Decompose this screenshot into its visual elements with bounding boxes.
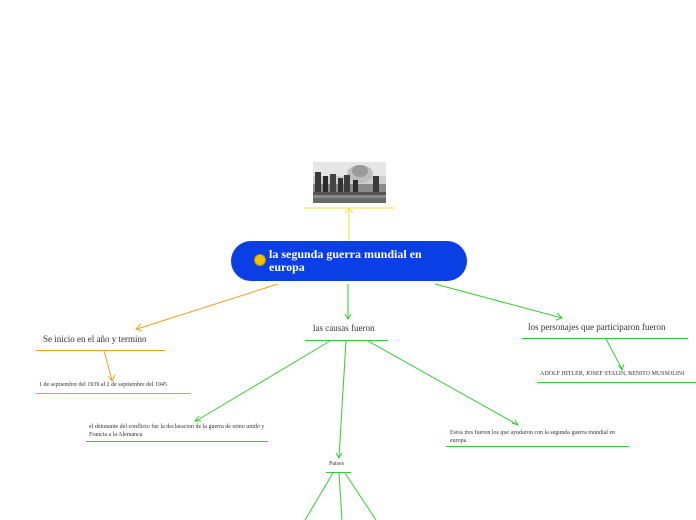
topic-dates-underline — [36, 393, 191, 394]
topic-causes-underline — [305, 340, 388, 341]
topic-dates[interactable]: 1 de septiembre del 1939 al 2 de septiem… — [39, 382, 167, 388]
topic-people-names-underline — [537, 382, 696, 383]
topic-countries-underline — [326, 472, 351, 473]
photo-graphic — [313, 162, 386, 203]
connector-causes-to-countries — [338, 340, 347, 458]
connector-causes-to-allies — [367, 340, 519, 426]
topic-start-end[interactable]: Se inicio en el año y termino — [43, 334, 146, 344]
topic-people-names[interactable]: ADOLF HITLER, JOSEF STALIN, BENITO MUSSO… — [540, 371, 696, 377]
arrowhead-detonator — [193, 415, 201, 422]
arrowhead-names — [617, 363, 625, 372]
topic-dates-label: 1 de septiembre del 1939 al 2 de septiem… — [39, 382, 167, 388]
topic-countries-label: Paises — [329, 461, 344, 467]
topic-people-names-label: ADOLF HITLER, JOSEF STALIN, BENITO MUSSO… — [540, 371, 685, 377]
topic-detonator-underline — [86, 441, 268, 442]
topic-causes-label: las causas fueron — [313, 323, 375, 333]
connector-countries-sub-1 — [304, 472, 334, 520]
connector-countries-sub-2 — [338, 472, 343, 520]
topic-allies[interactable]: Estos tres fueron los que ayudaron con l… — [450, 429, 626, 445]
arrowhead-start-end — [135, 323, 143, 332]
topic-people[interactable]: los personajes que participaron fueron — [528, 322, 665, 332]
connector-countries-sub-3 — [344, 472, 377, 520]
topic-countries[interactable]: Paises — [329, 461, 344, 467]
arrowhead-countries — [335, 452, 343, 459]
central-topic-label: la segunda guerra mundial en europa — [269, 247, 422, 274]
topic-start-end-underline — [36, 350, 165, 351]
central-topic[interactable]: la segunda guerra mundial en europa — [231, 241, 467, 281]
connector-people-to-names — [605, 338, 623, 370]
topic-start-end-label: Se inicio en el año y termino — [43, 334, 147, 344]
connector-central-to-start-end — [136, 283, 279, 330]
arrowhead-causes — [344, 313, 352, 320]
connector-start-end-to-dates — [103, 350, 113, 381]
topic-allies-label: Estos tres fueron los que ayudaron con l… — [450, 430, 616, 444]
smiley-icon — [254, 254, 266, 266]
topic-people-underline — [522, 338, 688, 339]
topic-people-label: los personajes que participaron fueron — [528, 322, 666, 332]
war-photo-image — [313, 162, 386, 203]
topic-allies-underline — [446, 446, 629, 447]
topic-causes[interactable]: las causas fueron — [313, 323, 374, 333]
arrowhead-allies — [511, 419, 520, 426]
topic-detonator-label: el detonante del conflicto fue la declar… — [89, 424, 265, 438]
connector-causes-to-detonator — [195, 340, 331, 422]
arrowhead-people — [555, 312, 563, 321]
arrowhead-dates — [107, 374, 116, 382]
topic-detonator[interactable]: el detonante del conflicto fue la declar… — [89, 423, 265, 439]
connector-central-to-people — [434, 283, 563, 319]
